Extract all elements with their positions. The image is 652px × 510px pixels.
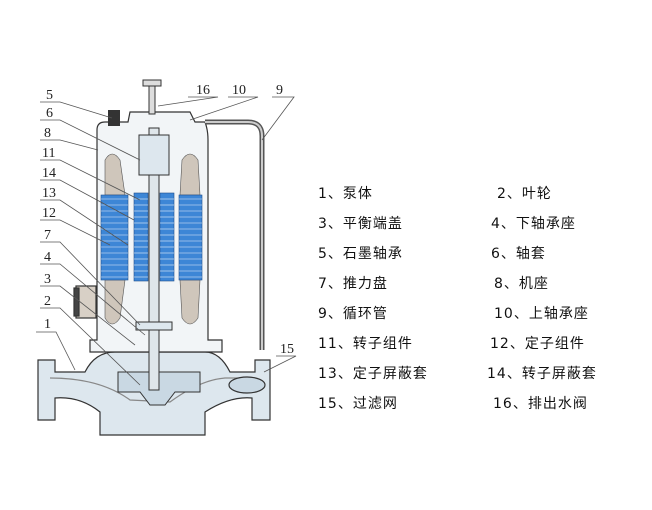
- legend-item-15: 15、过滤网: [318, 393, 398, 413]
- legend-item-10: 10、上轴承座: [494, 303, 589, 323]
- legend-label: 石墨轴承: [342, 246, 403, 262]
- legend-label: 叶轮: [521, 186, 552, 202]
- legend-item-5: 5、石墨轴承: [318, 243, 403, 263]
- legend-number: 10、: [494, 306, 529, 322]
- legend-number: 8、: [494, 276, 519, 292]
- leader-lines: [36, 96, 297, 386]
- callout-1: 1: [44, 317, 51, 332]
- legend-number: 16、: [493, 396, 528, 412]
- legend-label: 转子组件: [352, 336, 413, 352]
- legend-number: 5、: [318, 246, 343, 262]
- legend-label: 循环管: [342, 306, 388, 322]
- legend-number: 3、: [318, 216, 343, 232]
- legend-item-6: 6、轴套: [491, 243, 546, 263]
- legend-label: 下轴承座: [515, 216, 576, 232]
- callout-6: 6: [46, 106, 53, 121]
- legend-number: 14、: [487, 366, 522, 382]
- legend-item-9: 9、循环管: [318, 303, 388, 323]
- legend-number: 2、: [497, 186, 522, 202]
- legend-item-4: 4、下轴承座: [491, 213, 576, 233]
- legend-number: 1、: [318, 186, 343, 202]
- legend-label: 定子组件: [524, 336, 585, 352]
- legend-label: 推力盘: [342, 276, 388, 292]
- callout-16: 16: [196, 83, 210, 98]
- legend-label: 过滤网: [352, 396, 398, 412]
- legend-label: 轴套: [515, 246, 546, 262]
- legend-item-16: 16、排出水阀: [493, 393, 588, 413]
- legend-item-13: 13、定子屏蔽套: [318, 363, 428, 383]
- legend-item-1: 1、泵体: [318, 183, 373, 203]
- legend-label: 平衡端盖: [342, 216, 403, 232]
- circulation-pipe: [205, 119, 265, 350]
- legend-number: 15、: [318, 396, 353, 412]
- legend-number: 12、: [490, 336, 525, 352]
- callout-2: 2: [44, 294, 51, 309]
- legend-number: 7、: [318, 276, 343, 292]
- discharge-valve: [142, 79, 162, 115]
- legend-item-3: 3、平衡端盖: [318, 213, 403, 233]
- legend-number: 6、: [491, 246, 516, 262]
- callout-numbers: 1 2 3 4 5 6 7 8 9 10 11 12 13 14 15 16: [42, 83, 294, 357]
- legend-item-11: 11、转子组件: [318, 333, 413, 353]
- callout-15: 15: [280, 342, 294, 357]
- callout-5: 5: [46, 88, 53, 103]
- callout-9: 9: [276, 83, 283, 98]
- legend-label: 定子屏蔽套: [352, 366, 428, 382]
- legend-label: 上轴承座: [528, 306, 589, 322]
- shaft: [135, 127, 173, 391]
- legend-number: 11、: [318, 336, 353, 352]
- callout-10: 10: [232, 83, 246, 98]
- callout-11: 11: [42, 146, 55, 161]
- legend-number: 13、: [318, 366, 353, 382]
- legend-label: 泵体: [342, 186, 373, 202]
- legend-item-8: 8、机座: [494, 273, 549, 293]
- graphite-bearing-bolt: [108, 110, 120, 126]
- callout-4: 4: [44, 250, 51, 265]
- legend-number: 9、: [318, 306, 343, 322]
- callout-7: 7: [44, 228, 51, 243]
- callout-8: 8: [44, 126, 51, 141]
- callout-14: 14: [42, 166, 56, 181]
- legend-item-12: 12、定子组件: [490, 333, 585, 353]
- callout-12: 12: [42, 206, 56, 221]
- legend-item-14: 14、转子屏蔽套: [487, 363, 597, 383]
- legend-label: 机座: [518, 276, 549, 292]
- legend-number: 4、: [491, 216, 516, 232]
- legend-item-7: 7、推力盘: [318, 273, 388, 293]
- legend-item-2: 2、叶轮: [497, 183, 552, 203]
- legend-label: 排出水阀: [527, 396, 588, 412]
- legend-label: 转子屏蔽套: [521, 366, 597, 382]
- callout-3: 3: [44, 272, 51, 287]
- callout-13: 13: [42, 186, 56, 201]
